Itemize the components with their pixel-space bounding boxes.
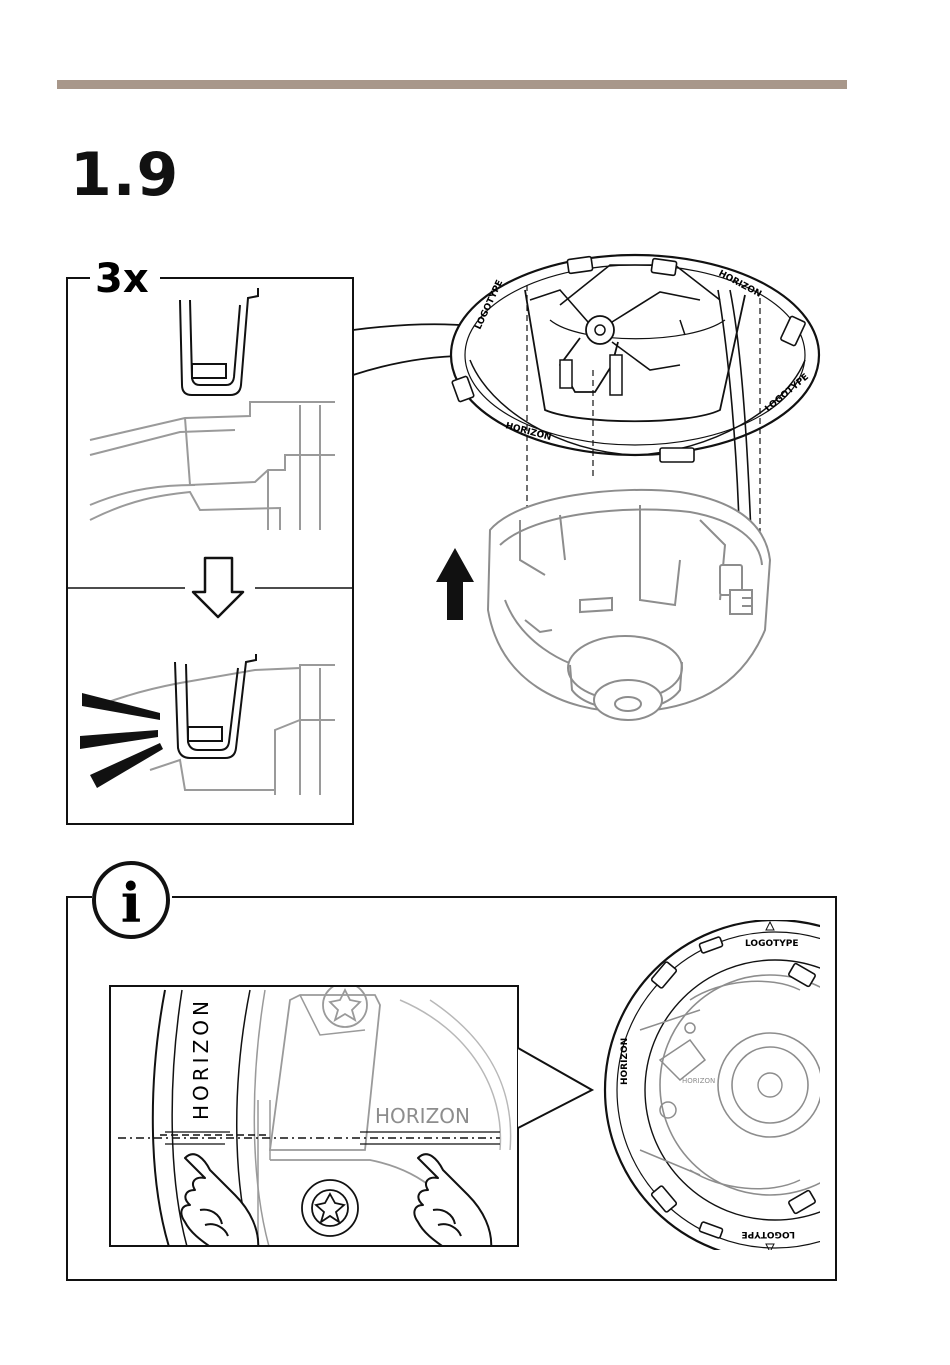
click-sound-icon	[80, 693, 163, 788]
dome-camera	[488, 490, 770, 720]
zoom-label-horizon-inner: HORIZON	[375, 1104, 470, 1128]
ring-label-inner-horizon: HORIZON	[682, 1077, 715, 1085]
detail-panel: 3x	[67, 256, 353, 824]
bracket-clip-before	[180, 288, 258, 395]
ring-label-logotype-bottom: LOGOTYPE	[741, 1229, 795, 1239]
ring-label-horizon-left: HORIZON	[620, 1038, 630, 1085]
bracket-clip-after	[175, 654, 256, 758]
zoom-label-horizon-ring: HORIZON	[189, 997, 213, 1120]
info-icon: i	[94, 863, 168, 937]
bracket-top-view: LOGOTYPE HORIZON HORIZON LOGOTYPE	[605, 920, 945, 1260]
housing-section-before	[90, 402, 335, 530]
info-panel: i	[67, 863, 945, 1280]
down-arrow-icon	[193, 558, 243, 617]
ring-label-logotype-top: LOGOTYPE	[745, 939, 799, 949]
multiplier-label: 3x	[95, 256, 149, 302]
zoom-frame: HORIZON HORIZON	[110, 983, 592, 1250]
info-glyph: i	[121, 871, 142, 935]
up-arrow-icon	[436, 548, 474, 620]
mounting-bracket: LOGOTYPE HORIZON LOGOTYPE HORIZON	[451, 255, 819, 462]
